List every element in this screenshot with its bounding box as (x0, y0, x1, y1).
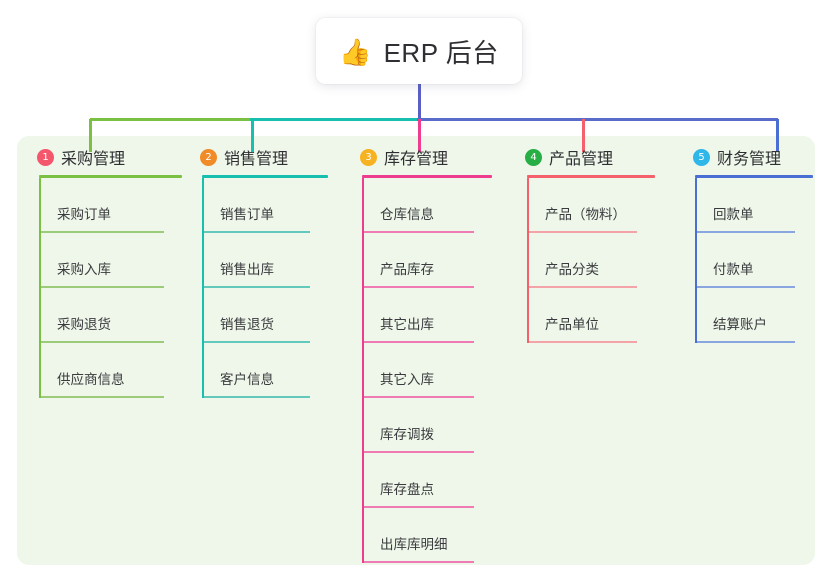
branch-4: 产品（物料） 产品分类产品单位 (527, 178, 637, 343)
column-header-5[interactable]: 5 财务管理 (673, 145, 813, 169)
list-item-label: 销售退货 (220, 317, 274, 332)
column-header-4[interactable]: 4 产品管理 (505, 145, 655, 169)
branch-2: 销售订单销售出库销售退货客户信息 (202, 178, 310, 398)
column-2: 2 销售管理销售订单销售出库销售退货客户信息 (180, 145, 328, 398)
list-item[interactable]: 仓库信息 (364, 178, 474, 233)
column-title-4: 产品管理 (549, 151, 614, 168)
list-item[interactable]: 结算账户 (697, 288, 795, 343)
list-item-label: 供应商信息 (57, 372, 125, 387)
list-item-label: 客户信息 (220, 372, 274, 387)
list-item-label: 产品库存 (380, 262, 434, 277)
column-header-2[interactable]: 2 销售管理 (180, 145, 328, 169)
list-item-label: 销售出库 (220, 262, 274, 277)
column-4: 4 产品管理产品（物料） 产品分类产品单位 (505, 145, 655, 343)
list-item[interactable]: 其它入库 (364, 343, 474, 398)
list-item-label: 付款单 (713, 262, 754, 277)
column-rule-5 (695, 175, 813, 178)
list-item[interactable]: 付款单 (697, 233, 795, 288)
list-item-label: 库存盘点 (380, 482, 434, 497)
list-item-label: 回款单 (713, 207, 754, 222)
list-item[interactable]: 采购入库 (41, 233, 164, 288)
list-item[interactable]: 库存盘点 (364, 453, 474, 508)
list-item-label: 结算账户 (713, 317, 767, 332)
list-item-label: 销售订单 (220, 207, 274, 222)
list-item[interactable]: 销售出库 (204, 233, 310, 288)
diagram-panel (17, 136, 815, 565)
list-item[interactable]: 产品单位 (529, 288, 637, 343)
column-badge-4: 4 (525, 148, 542, 166)
list-item[interactable]: 采购退货 (41, 288, 164, 343)
list-item[interactable]: 采购订单 (41, 178, 164, 233)
column-badge-3: 3 (360, 148, 377, 166)
column-5: 5 财务管理回款单付款单结算账户 (673, 145, 813, 343)
list-item-label: 采购退货 (57, 317, 111, 332)
list-item[interactable]: 客户信息 (204, 343, 310, 398)
column-rule-1 (39, 175, 182, 178)
thumbs-up-icon: 👍 (339, 37, 372, 67)
branch-5: 回款单付款单结算账户 (695, 178, 795, 343)
list-item-label: 出库库明细 (380, 537, 448, 552)
column-header-1[interactable]: 1 采购管理 (17, 145, 182, 169)
list-item[interactable]: 出库库明细 (364, 508, 474, 563)
list-item[interactable]: 销售订单 (204, 178, 310, 233)
list-item-label: 采购入库 (57, 262, 111, 277)
list-item[interactable]: 其它出库 (364, 288, 474, 343)
root-node[interactable]: 👍 ERP 后台 (316, 18, 522, 84)
list-item-label: 产品单位 (545, 317, 599, 332)
column-title-5: 财务管理 (717, 151, 782, 168)
column-badge-2: 2 (200, 148, 217, 166)
list-item[interactable]: 产品（物料） (529, 178, 637, 233)
column-title-1: 采购管理 (61, 151, 126, 168)
branch-1: 采购订单采购入库采购退货供应商信息 (39, 178, 164, 398)
column-title-3: 库存管理 (384, 151, 449, 168)
list-item[interactable]: 产品分类 (529, 233, 637, 288)
page-title: ERP 后台 (383, 37, 499, 68)
list-item-label: 其它入库 (380, 372, 434, 387)
column-rule-2 (202, 175, 328, 178)
column-title-2: 销售管理 (224, 151, 289, 168)
column-1: 1 采购管理采购订单采购入库采购退货供应商信息 (17, 145, 182, 398)
list-item[interactable]: 产品库存 (364, 233, 474, 288)
list-item[interactable]: 销售退货 (204, 288, 310, 343)
list-item-label: 产品（物料） (545, 207, 626, 222)
list-item-label: 其它出库 (380, 317, 434, 332)
column-header-3[interactable]: 3 库存管理 (340, 145, 492, 169)
list-item[interactable]: 供应商信息 (41, 343, 164, 398)
column-badge-5: 5 (693, 148, 710, 166)
list-item[interactable]: 库存调拨 (364, 398, 474, 453)
list-item-label: 库存调拨 (380, 427, 434, 442)
branch-3: 仓库信息产品库存其它出库其它入库库存调拨库存盘点出库库明细 (362, 178, 474, 563)
column-badge-1: 1 (37, 148, 54, 166)
list-item[interactable]: 回款单 (697, 178, 795, 233)
list-item-label: 产品分类 (545, 262, 599, 277)
list-item-label: 仓库信息 (380, 207, 434, 222)
list-item-label: 采购订单 (57, 207, 111, 222)
column-rule-3 (362, 175, 492, 178)
column-3: 3 库存管理仓库信息产品库存其它出库其它入库库存调拨库存盘点出库库明细 (340, 145, 492, 563)
column-rule-4 (527, 175, 655, 178)
